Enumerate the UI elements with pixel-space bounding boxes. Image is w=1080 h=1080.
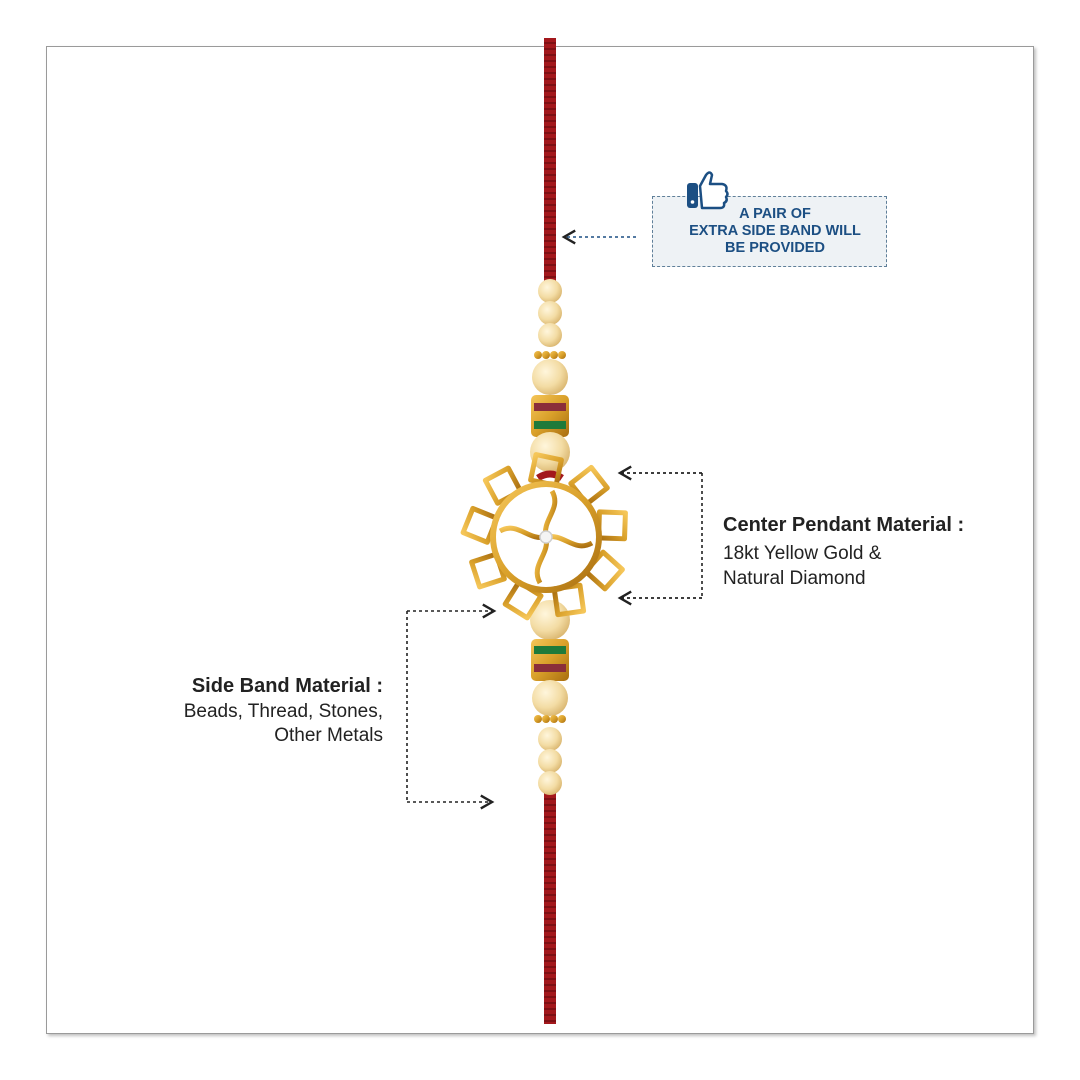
- upper-beads: [530, 279, 570, 472]
- thumbs-up-icon: [687, 171, 729, 210]
- thread-bottom: [544, 792, 556, 1024]
- lower-beads: [530, 600, 570, 795]
- extra-band-note: [652, 196, 887, 267]
- thread-top: [544, 38, 556, 283]
- center-pendant-title: Center Pendant Material :: [723, 514, 965, 536]
- side-band-description: Beads, Thread, Stones, Other Metals: [183, 701, 383, 746]
- extra-band-note-text: A PAIR OF EXTRA SIDE BAND WILL BE PROVID…: [689, 206, 861, 256]
- pendant: [460, 452, 628, 621]
- leader-lines: [406, 229, 703, 810]
- side-band-title: Side Band Material :: [191, 675, 383, 697]
- center-pendant-description: 18kt Yellow Gold & Natural Diamond: [723, 543, 882, 589]
